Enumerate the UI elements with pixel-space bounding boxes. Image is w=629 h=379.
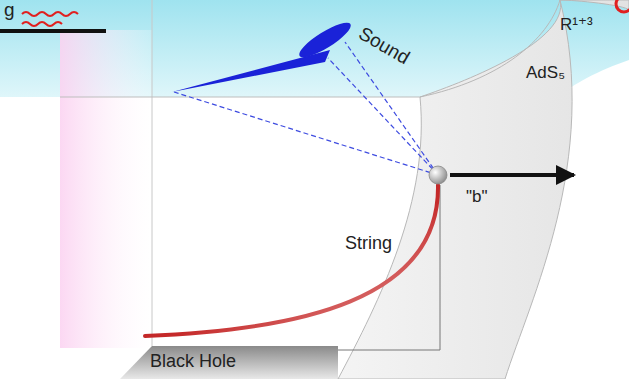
box-edge <box>60 96 420 97</box>
sound-ray <box>328 58 438 175</box>
gluon-wave <box>22 12 78 16</box>
quark-ball <box>429 166 447 184</box>
string-curve <box>145 185 438 336</box>
corner-mark <box>616 0 629 12</box>
bulk-label: AdS₅ <box>526 64 565 83</box>
boundary-label: R¹⁺³ <box>560 16 593 35</box>
string-label: String <box>345 234 392 254</box>
quark-label: "b" <box>466 188 488 207</box>
quark-line <box>0 29 106 33</box>
sheet-edge <box>420 0 560 97</box>
gluon-wave <box>22 22 62 26</box>
guide-line <box>338 350 440 351</box>
guide-line <box>440 185 441 350</box>
ads-sheet <box>338 0 629 379</box>
black-hole-label: Black Hole <box>150 352 236 372</box>
sound-cone <box>295 17 354 62</box>
velocity-arrow <box>450 173 574 177</box>
box-edge <box>152 0 153 346</box>
side-face <box>60 30 152 348</box>
gluon-label: g <box>4 0 15 21</box>
black-hole-floor <box>120 346 338 379</box>
